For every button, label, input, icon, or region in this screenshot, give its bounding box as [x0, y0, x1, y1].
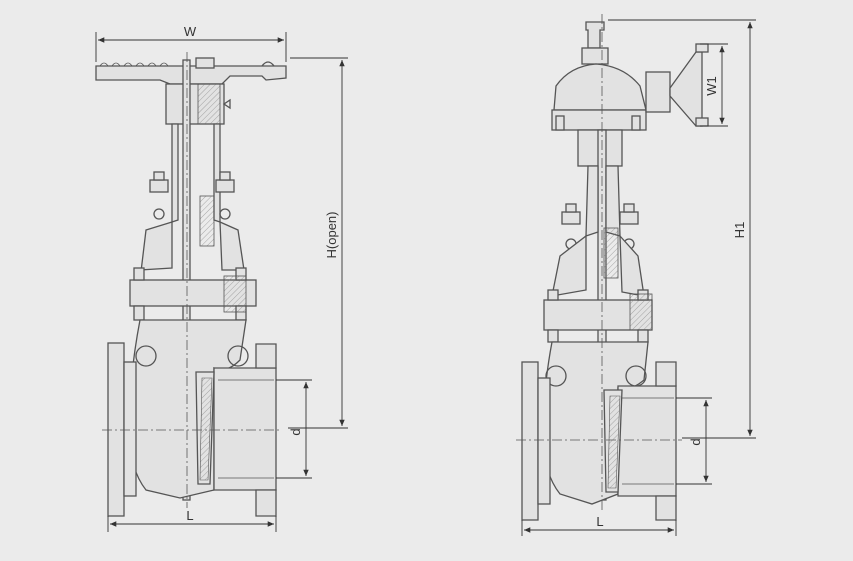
- side-handwheel: [669, 51, 703, 127]
- left-flange-right: [521, 361, 539, 521]
- left-valve: W H(open) d L: [95, 24, 348, 532]
- stem-cap: [585, 21, 605, 49]
- dim-l-label: L: [186, 508, 193, 523]
- right-valve: W1 H1 d L: [516, 14, 756, 536]
- dim-d-label: d: [288, 428, 303, 435]
- dim-h1-label: H1: [732, 222, 747, 239]
- gearbox: [553, 63, 647, 111]
- left-flange: [107, 342, 125, 517]
- dim-w1-label: W1: [704, 76, 719, 96]
- dim-d-label-right: d: [688, 438, 703, 445]
- handwheel: [95, 57, 287, 85]
- dim-h-open-label: H(open): [324, 212, 339, 259]
- dim-w-label: W: [184, 24, 197, 39]
- dim-l-label-right: L: [596, 514, 603, 529]
